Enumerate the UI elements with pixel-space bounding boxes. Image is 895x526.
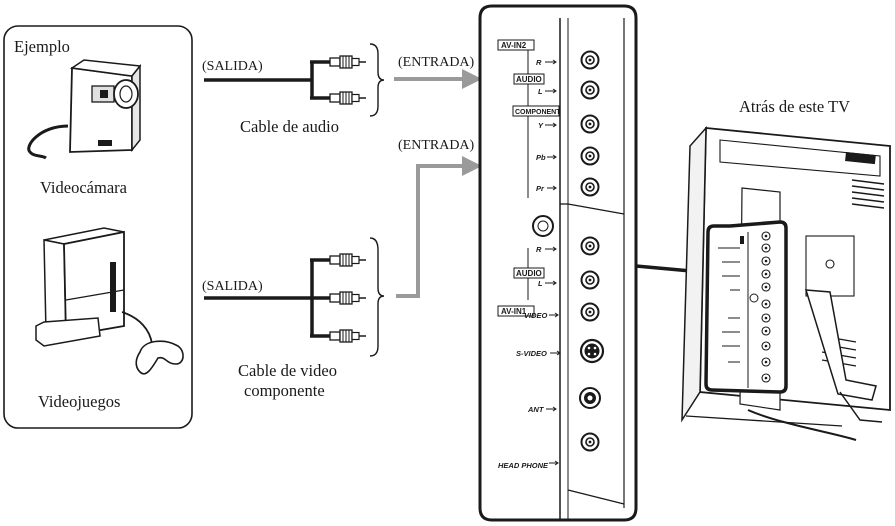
video-plug-pb <box>329 291 367 305</box>
jack-label-pb: Pb <box>536 153 546 162</box>
audio-input-tag: (ENTRADA) <box>398 55 475 70</box>
tv-rear-title: Atrás de este TV <box>739 97 850 116</box>
video-cable-label-line1: Cable de video <box>238 361 337 380</box>
game-console-label: Videojuegos <box>38 392 120 411</box>
svg-text:AV-IN2: AV-IN2 <box>501 41 527 50</box>
group-av-in2-tag: AV-IN2 <box>497 39 535 51</box>
jack-l-top <box>580 80 600 100</box>
audio-plug-l <box>329 91 367 105</box>
jack-r-bottom <box>580 236 600 256</box>
jack-label-headphone: HEAD PHONE <box>498 461 549 470</box>
example-panel-title: Ejemplo <box>14 37 70 56</box>
video-input-tag: (ENTRADA) <box>398 138 475 153</box>
audio-plug-r <box>329 55 367 69</box>
group-av-in1-tag: AV-IN1 <box>497 305 535 317</box>
audio-output-tag: (SALIDA) <box>202 59 263 74</box>
audio-connection: (SALIDA) (ENTRADA) Cable de audio <box>202 43 482 136</box>
jack-label-video: VIDEO <box>524 311 548 320</box>
video-input-arrow <box>396 156 482 298</box>
video-output-tag: (SALIDA) <box>202 279 263 294</box>
camcorder-label: Videocámara <box>40 178 128 197</box>
video-cable-label-line2: componente <box>244 381 325 400</box>
svg-text:AUDIO: AUDIO <box>516 269 542 278</box>
jack-headphone <box>580 432 600 452</box>
jack-label-pr: Pr <box>536 184 545 193</box>
audio-cable-brace <box>369 43 385 117</box>
camcorder-icon <box>27 59 142 160</box>
group-component-tag: COMPONENT <box>512 105 561 117</box>
group-audio-top-tag: AUDIO <box>513 73 545 85</box>
jack-label-ant: ANT <box>527 405 545 414</box>
jack-label-r-top: R <box>536 58 542 67</box>
jack-pb <box>580 146 600 166</box>
tv-rear-view: Atrás de este TV <box>681 97 891 441</box>
jack-label-svideo: S-VIDEO <box>516 349 547 358</box>
jack-y <box>580 114 600 134</box>
video-plug-y <box>329 253 367 267</box>
game-console-icon <box>35 227 184 375</box>
jack-svideo <box>579 338 605 364</box>
jack-r-top <box>580 50 600 70</box>
example-panel: Ejemplo Videocámara Videojuegos <box>3 25 193 429</box>
jack-label-y: Y <box>538 121 544 130</box>
jack-label-l-bottom: L <box>538 279 543 288</box>
terminal-panel-frame <box>478 4 638 522</box>
tv-terminal-panel: AV-IN2 AUDIO COMPONENT AUDIO AV-IN1 R L … <box>478 4 638 522</box>
svg-text:AUDIO: AUDIO <box>516 75 542 84</box>
rear-jack-zoom-frame <box>704 220 788 394</box>
audio-cable-label: Cable de audio <box>240 117 339 136</box>
svg-text:AV-IN1: AV-IN1 <box>501 307 527 316</box>
group-audio-bottom-tag: AUDIO <box>513 267 545 279</box>
jack-video <box>580 302 600 322</box>
jack-label-r-bottom: R <box>536 245 542 254</box>
jack-label-l-top: L <box>538 87 543 96</box>
jack-ant <box>579 387 601 409</box>
video-cable-brace <box>369 237 385 357</box>
jack-pr <box>580 177 600 197</box>
svg-text:COMPONENT: COMPONENT <box>515 109 561 116</box>
video-connection: (SALIDA) (ENTRADA) Cable de video compon… <box>202 138 482 400</box>
video-plug-pr <box>329 329 367 343</box>
jack-l-bottom <box>580 270 600 290</box>
